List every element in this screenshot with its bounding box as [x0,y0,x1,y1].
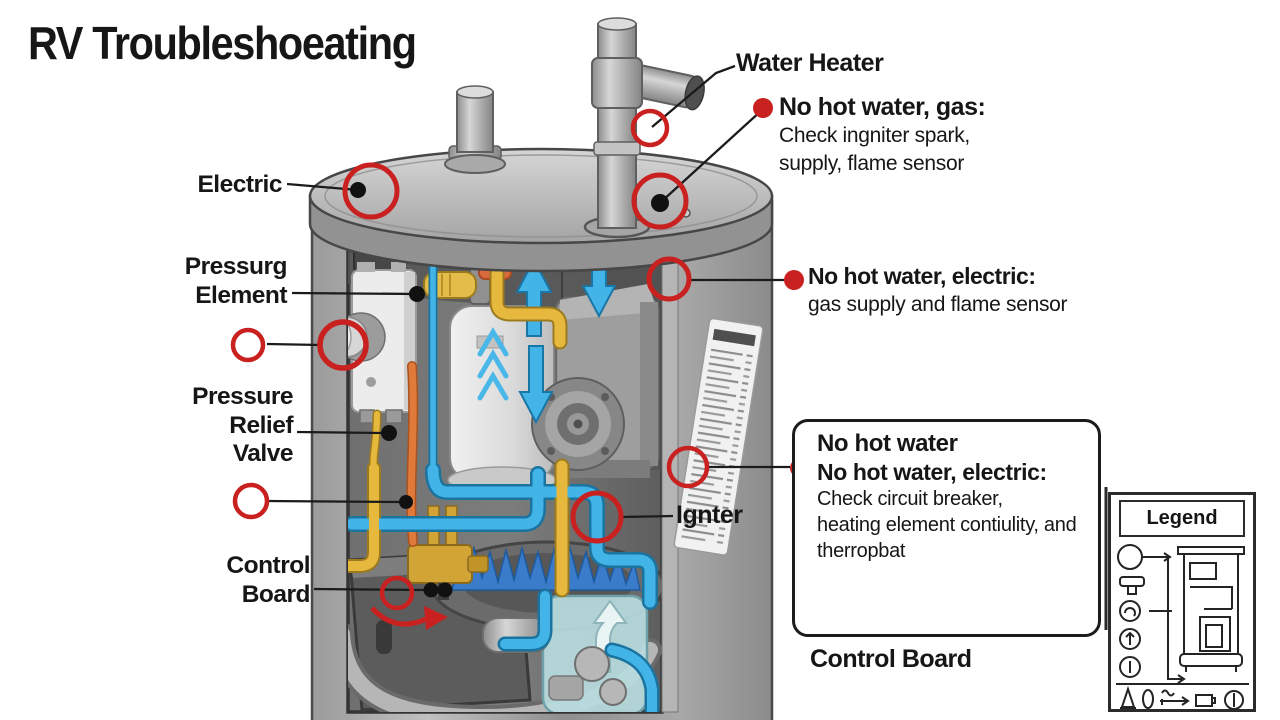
legend-droplet-icon [1141,689,1154,709]
hot-water-outlet-pipe [583,17,705,239]
label-pressure-relief-valve: Pressure Relief Valve [133,383,293,469]
leader-lines [265,64,790,592]
expansion-tank [482,594,649,712]
box-line: heating element contiulity, and [817,514,1077,536]
label-line: Valve [232,440,294,467]
cold-water-inlet-pipe [444,85,506,174]
label-line: Relief [229,411,293,439]
callout-title: No hot water, electric: [808,263,1036,289]
gas-valve [407,544,473,584]
callout-line: supply, flame sensor [779,152,965,175]
callout-line: gas supply and flame sensor [808,293,1068,316]
label-line: Element [195,282,287,309]
legend-power-icon [1223,690,1244,710]
label-line: Pressurg [184,253,288,280]
circulation-arrows [515,250,617,425]
troubleshooting-callout-box: No hot water No hot water, electric: Che… [792,419,1101,637]
legend-flame-icon [1119,685,1136,709]
callout-title: No hot water, gas: [779,93,986,121]
label-line: Board [241,581,311,608]
label-line: Pressure [192,383,293,410]
label-igniter: Ignter [676,501,743,529]
wire-orange [411,366,413,542]
legend-connector-lines [1116,544,1186,684]
legend-up-arrow-icon [1118,628,1141,650]
callout-no-hot-water-gas: No hot water, gas: Check ingniter spark,… [779,93,986,178]
page-title: RV Troubleshoeating [28,17,417,69]
legend-gas-flow-icon [1159,689,1190,706]
label-electric: Electric [197,171,282,198]
legend-title: Legend [1119,500,1245,537]
legend-box: Legend [1108,492,1256,712]
box-heading: No hot water [817,430,958,457]
tank-lid [308,147,774,273]
black-endpoint-dots [350,182,669,598]
red-marker-circles [230,108,710,627]
label-control-board-left: Control Board [150,551,310,609]
legend-prv-icon [1118,576,1145,595]
rotation-arrow-head [424,606,448,630]
spec-sticker [673,317,764,556]
label-water-heater: Water Heater [736,49,884,77]
callout-line: Check ingniter spark, [779,124,970,147]
pump-motor [531,284,660,478]
label-pressurg-element: Pressurg Element [127,252,288,310]
tank-interior [346,247,679,714]
legend-tank-schematic [1176,546,1245,672]
box-line: Check circuit breaker, [817,488,1003,510]
legend-art [1115,544,1249,710]
label-control-board-bottom: Control Board [810,645,972,673]
box-subheading: No hot water, electric: [817,459,1047,485]
box-line: therropbat [817,540,906,562]
callout-no-hot-water-electric: No hot water, electric: gas supply and f… [808,262,1068,319]
legend-battery-icon [1194,694,1216,707]
legend-power-line-icon [1118,656,1141,678]
label-line: Control [226,552,310,579]
rotation-arrow [370,606,430,627]
legend-fan-icon [1118,600,1141,622]
